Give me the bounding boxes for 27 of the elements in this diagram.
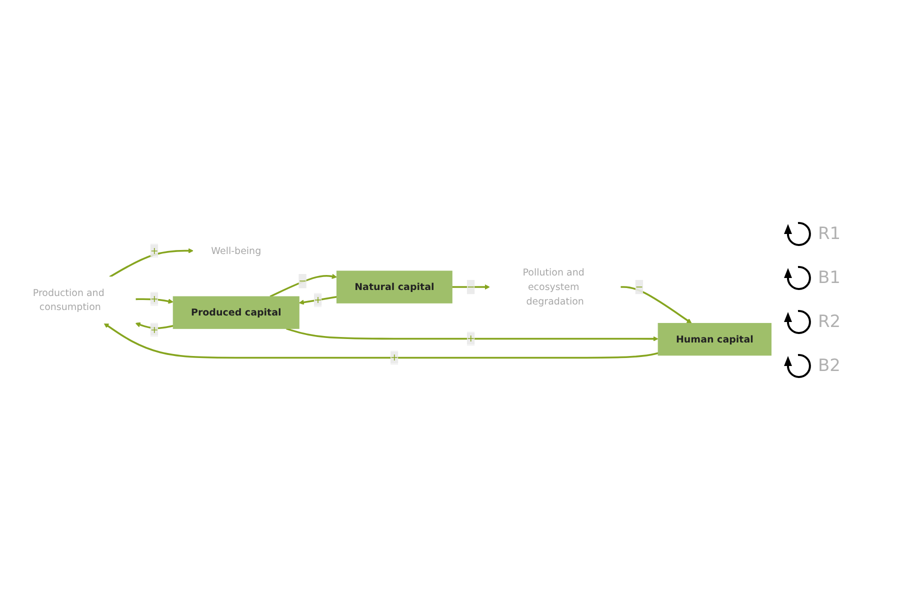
loop-label: B1 bbox=[818, 268, 840, 288]
arrow bbox=[135, 322, 174, 330]
node-box bbox=[658, 323, 772, 356]
edge-label: − bbox=[635, 281, 644, 293]
node-box bbox=[336, 270, 452, 304]
edge-label: − bbox=[298, 275, 307, 287]
arrow bbox=[298, 296, 337, 306]
arrow bbox=[135, 298, 174, 304]
node-text: Well-being bbox=[211, 245, 262, 256]
arrow bbox=[109, 248, 194, 278]
arrow bbox=[270, 274, 337, 298]
node-box bbox=[172, 296, 300, 330]
loop-label: B2 bbox=[818, 356, 840, 376]
loop-label: R2 bbox=[818, 312, 841, 332]
arrow bbox=[620, 286, 692, 324]
node-text: Pollution and ecosystem degradation bbox=[522, 267, 584, 307]
edge-label: + bbox=[390, 352, 398, 364]
causal-loop-diagram: + + − + + − − + + Well-being Production and consumption Produced capital Natural capital Pollution and ecosystem degradation Human capital bbox=[0, 230, 776, 370]
edge-label: + bbox=[466, 332, 475, 344]
edge-label: + bbox=[150, 324, 158, 336]
loop-label: R1 bbox=[818, 224, 841, 244]
edge-label: − bbox=[466, 281, 475, 293]
edge-label: + bbox=[150, 245, 158, 256]
arrow bbox=[286, 328, 658, 342]
edge-label: + bbox=[314, 294, 322, 306]
node-text: Production and consumption bbox=[32, 287, 104, 313]
edge-label: + bbox=[150, 293, 158, 304]
